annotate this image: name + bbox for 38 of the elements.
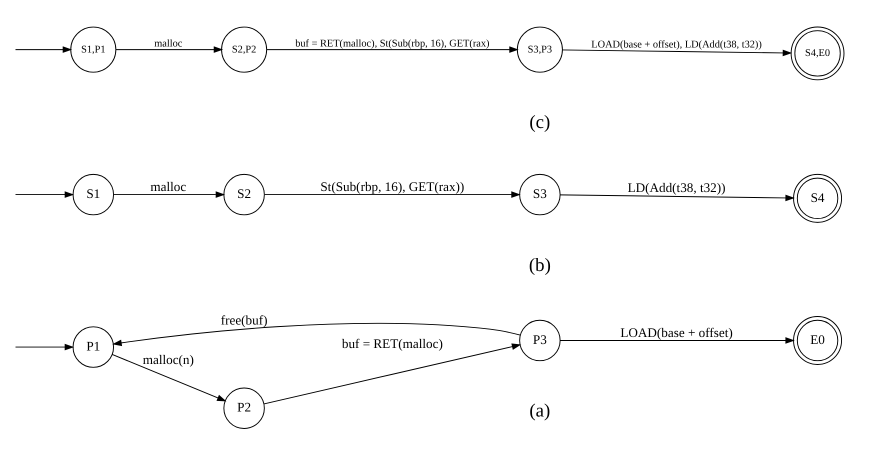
edge-label: malloc (154, 38, 182, 50)
label: (c) (528, 112, 550, 133)
arrow (266, 46, 518, 53)
arrow (14, 191, 74, 198)
arrow (112, 191, 225, 198)
node-circle: P3 (518, 320, 560, 362)
edge-label: free(buf) (220, 312, 267, 328)
arrow (559, 337, 794, 344)
arrow (111, 354, 226, 402)
node-circle: S1 (72, 174, 114, 216)
node-circle: P1 (72, 326, 114, 368)
node-circle: S3,P3 (516, 26, 562, 73)
node-circle: S2,P2 (220, 26, 267, 73)
label: (a) (528, 400, 550, 422)
edge-label: St(Sub(rbp, 16), GET(rax)) (320, 179, 464, 194)
node-circle: S4 (792, 174, 842, 223)
node-circle: S2 (222, 174, 264, 216)
node-circle: S1,P1 (70, 26, 116, 73)
arrow (562, 49, 792, 56)
node-circle: S4,E0 (790, 26, 844, 80)
edge-label: buf = RET(malloc), St(Sub(rbp, 16), GET(rax) (294, 38, 489, 50)
edge-label: LOAD(base + offset) (620, 324, 732, 340)
arrow (112, 322, 520, 346)
arrow (114, 46, 223, 53)
edge-label: LOAD(base + offset), LD(Add(t38, t32)) (590, 40, 762, 51)
node-circle: E0 (792, 316, 842, 365)
arrow (14, 344, 74, 350)
edge-label: LD(Add(t38, t32)) (627, 180, 726, 195)
arrow (14, 46, 72, 53)
edge-label: buf = RET(malloc) (341, 336, 442, 352)
node-circle: S3 (518, 174, 560, 216)
label: (b) (528, 254, 550, 276)
arrow (559, 194, 794, 202)
arrow (264, 191, 520, 198)
edge-label: malloc (150, 179, 186, 194)
edge-label: malloc(n) (142, 352, 194, 368)
node-circle: P2 (222, 388, 264, 429)
arrow (262, 343, 521, 404)
